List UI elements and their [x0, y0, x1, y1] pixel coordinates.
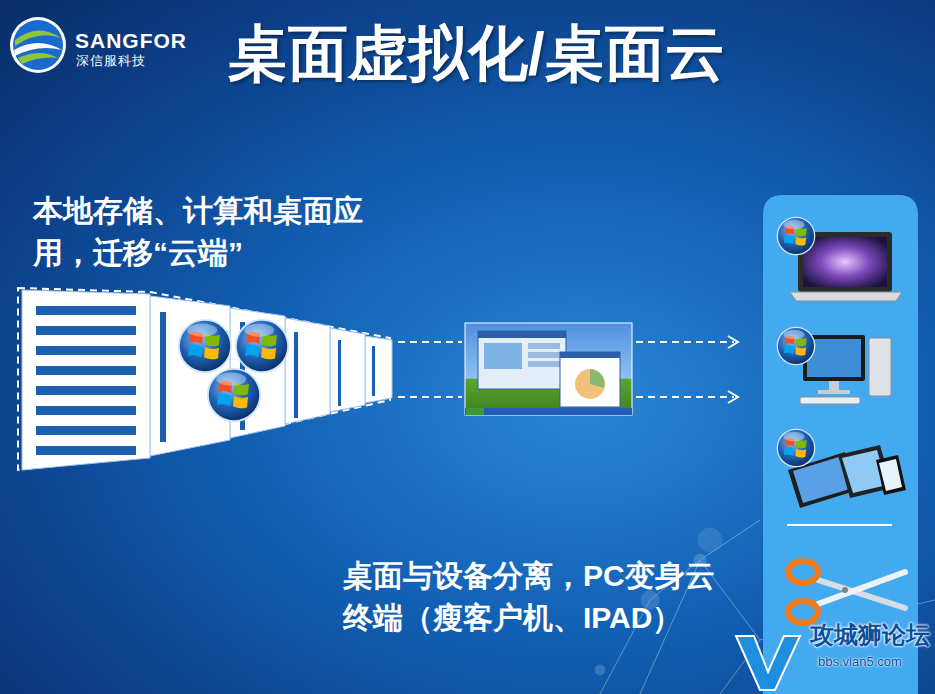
- server-stack: [36, 446, 136, 455]
- server-stack: [236, 320, 288, 372]
- server-stack: [36, 406, 136, 415]
- server-stack: [36, 366, 136, 375]
- watermark-text: 攻城狮论坛: [810, 620, 930, 650]
- dashed-flow: [398, 341, 462, 343]
- device-panel: [787, 524, 892, 526]
- server-stack: [160, 312, 375, 442]
- server-stack: [208, 369, 260, 421]
- description-text: 本地存储、计算和桌面应用，迁移“云端”: [33, 190, 378, 274]
- desktop-screenshot: [466, 408, 484, 415]
- server-stack: [18, 288, 390, 470]
- server-stack: [36, 306, 136, 455]
- desktop-pc-icon: [829, 381, 839, 391]
- server-stack: [372, 346, 375, 396]
- server-stack: [22, 290, 150, 470]
- dashed-flow: [636, 396, 734, 398]
- server-stack: [330, 328, 365, 412]
- desktop-screenshot: [528, 361, 560, 367]
- arrow-head: [728, 336, 738, 348]
- scissors-icon: [818, 580, 905, 608]
- device-panel: [763, 195, 918, 694]
- brand-subtitle: 深信服科技: [76, 53, 146, 69]
- windows-logo: [777, 327, 814, 364]
- scissors-icon: [788, 561, 818, 583]
- desktop-screenshot: [478, 331, 566, 389]
- company-logo: [18, 53, 58, 64]
- scissors-icon: [842, 587, 848, 593]
- server-stack: [338, 340, 341, 406]
- server-stack: [179, 320, 231, 372]
- desktop-screenshot: [590, 369, 605, 388]
- desktop-screenshot: [465, 323, 632, 415]
- desktop-screenshot: [560, 352, 620, 407]
- slide-title: 桌面虚拟化/桌面云: [228, 18, 725, 90]
- scissors-icon: [788, 601, 818, 623]
- desktop-pc-icon: [818, 390, 850, 394]
- laptop-icon: [803, 237, 887, 287]
- company-logo: [13, 20, 63, 70]
- server-stack: [285, 318, 330, 424]
- scissors-icon: [818, 572, 905, 604]
- desktop-pc-icon: [800, 397, 860, 404]
- scissors-icon: [788, 561, 905, 623]
- company-logo: [10, 17, 66, 73]
- desktop-screenshot: [528, 352, 560, 358]
- server-stack: [36, 306, 136, 315]
- dashed-flow: [636, 341, 734, 343]
- server-stack: [36, 386, 136, 395]
- windows-logo: [777, 429, 814, 466]
- server-stack: [36, 346, 136, 355]
- device-panel: [763, 195, 918, 694]
- desktop-screenshot: [484, 343, 522, 369]
- mobile-devices-icon: [879, 459, 902, 491]
- arrow-head: [728, 336, 738, 403]
- mobile-devices-icon: [876, 455, 906, 495]
- server-stack: [365, 336, 392, 403]
- desktop-screenshot: [575, 369, 605, 399]
- dashed-flow: [398, 396, 462, 398]
- laptop-icon: [790, 292, 902, 301]
- desktop-screenshot: [478, 331, 566, 338]
- server-stack: [18, 288, 392, 470]
- network-decoration: [595, 665, 605, 675]
- brand-name: SANGFOR: [75, 29, 187, 53]
- desktop-screenshot: [465, 408, 632, 415]
- desktop-screenshot: [465, 323, 632, 415]
- server-stack: [160, 312, 166, 442]
- desktop-screenshot: [528, 343, 560, 349]
- windows-logo: [777, 217, 814, 254]
- network-decoration: [698, 528, 722, 552]
- server-stack: [294, 332, 298, 418]
- company-logo: [10, 17, 66, 73]
- watermark-logo: [736, 636, 800, 690]
- desktop-pc-icon: [869, 338, 891, 396]
- server-stack: [36, 426, 136, 435]
- watermark-url: bbs.vlan5.com: [818, 654, 902, 670]
- arrow-head: [728, 391, 738, 403]
- server-stack: [36, 326, 136, 335]
- description-text: 桌面与设备分离，PC变身云终端（瘦客户机、IPAD）: [343, 555, 741, 639]
- desktop-screenshot: [560, 352, 620, 358]
- watermark-logo: [736, 636, 800, 690]
